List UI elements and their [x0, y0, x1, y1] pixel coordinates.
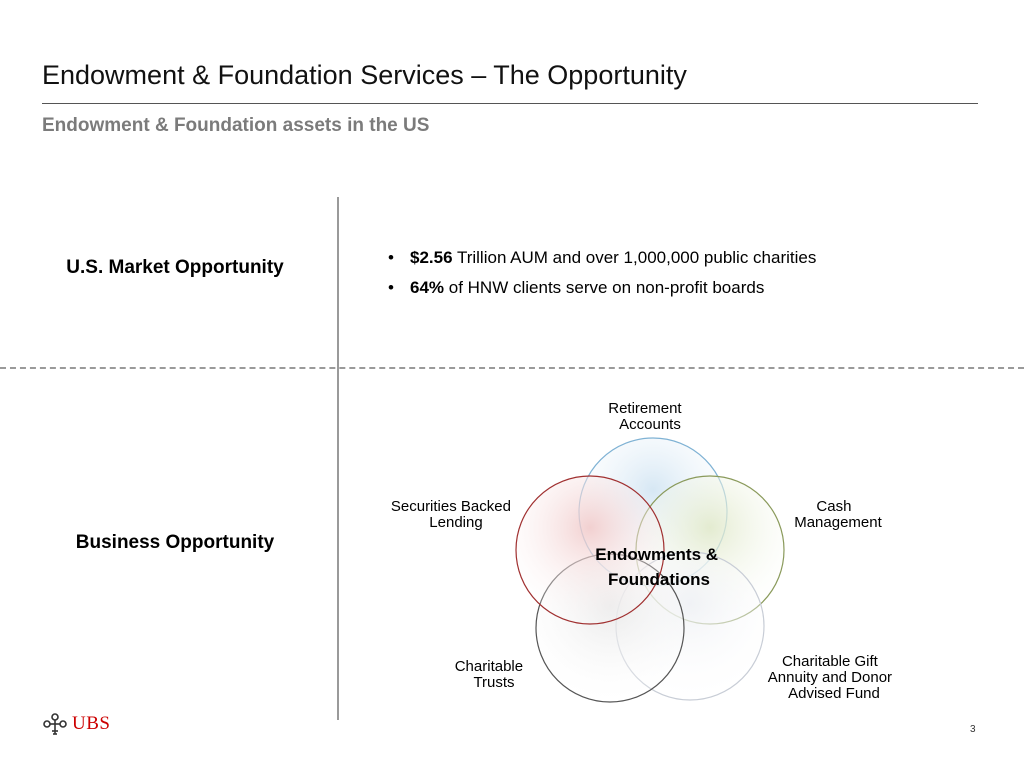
- charitable-gift-label: Advised Fund: [788, 685, 880, 702]
- bullet-item: • $2.56 Trillion AUM and over 1,000,000 p…: [388, 248, 816, 268]
- business-opportunity-label: Business Opportunity: [75, 532, 275, 553]
- bullet-dot: •: [388, 248, 394, 267]
- securities-label: Securities Backed: [391, 498, 511, 515]
- bullet-item: • 64% of HNW clients serve on non-profit …: [388, 278, 816, 298]
- bullet-bold: $2.56: [410, 248, 453, 267]
- bullet-bold: 64%: [410, 278, 445, 297]
- slide-subtitle: Endowment & Foundation assets in the US: [42, 115, 430, 136]
- retirement-label: Retirement: [608, 400, 682, 417]
- bullet-text: of HNW clients serve on non-profit board…: [444, 278, 765, 297]
- cash-label: Management: [794, 514, 882, 531]
- svg-text:Securities Backed Lending: Securities Backed Lending: [391, 498, 515, 531]
- horizontal-dashed-divider: [0, 367, 1024, 369]
- center-label-line: Foundations: [608, 570, 710, 589]
- svg-text:Retirement Accounts: Retirement Accounts: [608, 400, 686, 433]
- charitable-trusts-label: Trusts: [473, 674, 514, 691]
- center-label-line: Endowments &: [595, 545, 718, 564]
- securities-label: Lending: [429, 514, 482, 531]
- ubs-keys-icon: [43, 713, 67, 735]
- retirement-label: Accounts: [619, 416, 681, 433]
- cash-label: Cash: [816, 498, 851, 515]
- charitable-gift-label: Charitable Gift: [782, 653, 879, 670]
- svg-text:Cash Management: Cash Management: [794, 498, 882, 531]
- vertical-divider: [337, 197, 339, 720]
- bullet-text: Trillion AUM and over 1,000,000 public c…: [452, 248, 817, 267]
- market-opportunity-label: U.S. Market Opportunity: [66, 257, 284, 278]
- page-number: 3: [970, 724, 976, 735]
- bullet-dot: •: [388, 278, 394, 297]
- slide-title: Endowment & Foundation Services – The Op…: [42, 60, 687, 90]
- title-underline: [42, 103, 978, 104]
- svg-text:Charitable Trusts: Charitable Trusts: [455, 658, 528, 691]
- market-bullets: • $2.56 Trillion AUM and over 1,000,000 p…: [388, 248, 816, 308]
- ubs-logo-text: UBS: [72, 713, 111, 734]
- charitable-gift-label: Annuity and Donor: [768, 669, 892, 686]
- securities-circle: [515, 475, 665, 625]
- svg-text:Endowments & Foundations: Endowments & Foundations: [595, 545, 723, 589]
- svg-text:Charitable Gift Annuity an: Charitable Gift Annuity and Donor Advise…: [768, 653, 896, 702]
- ubs-logo: UBS: [42, 712, 110, 736]
- charitable-trusts-label: Charitable: [455, 658, 523, 675]
